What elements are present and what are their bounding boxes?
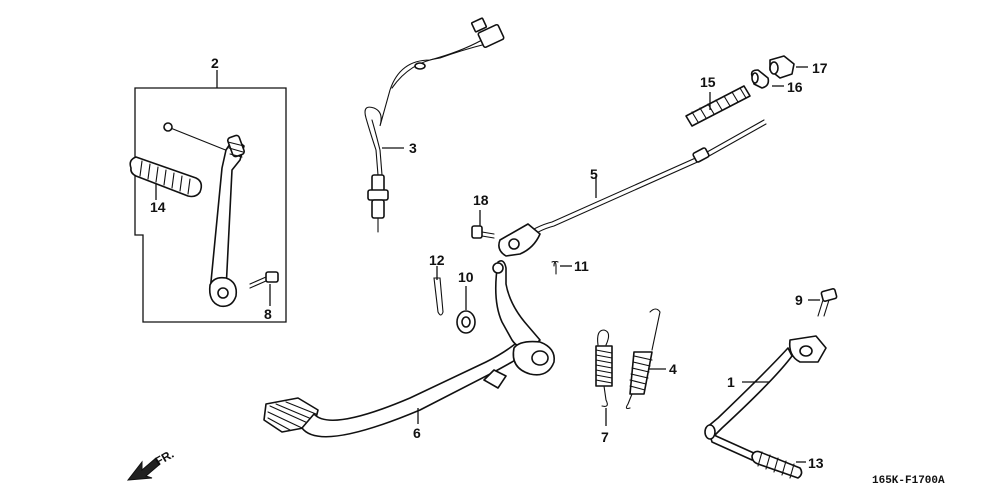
- collar-16: [750, 69, 784, 89]
- callout-6: 6: [413, 425, 421, 441]
- callout-15: 15: [700, 74, 716, 90]
- cotter-pin-11: [551, 260, 572, 275]
- callout-3: 3: [409, 140, 417, 156]
- callout-14: 14: [150, 199, 166, 215]
- cotter-pin-12: [433, 266, 444, 316]
- callout-10: 10: [458, 269, 474, 285]
- spring-15: [685, 85, 751, 127]
- spring-7: [595, 329, 613, 426]
- callout-1: 1: [727, 374, 735, 390]
- nut-17: [769, 55, 808, 79]
- bolt-8: [249, 271, 279, 306]
- callout-18: 18: [473, 192, 489, 208]
- bolt-18: [471, 210, 495, 239]
- callout-7: 7: [601, 429, 609, 445]
- callout-17: 17: [812, 60, 828, 76]
- front-direction-arrow-icon: [126, 457, 161, 481]
- callout-13: 13: [808, 455, 824, 471]
- stop-switch-harness: [364, 17, 505, 233]
- callout-8: 8: [264, 306, 272, 322]
- callout-2: 2: [211, 55, 219, 71]
- brake-rod: [498, 119, 767, 257]
- bolt-9: [808, 288, 838, 317]
- drawing-code: 165K-F1700A: [872, 475, 945, 487]
- kick-rubber: [129, 156, 203, 200]
- gearshift-rubber: [751, 450, 806, 479]
- callout-5: 5: [590, 166, 598, 182]
- callout-16: 16: [787, 79, 803, 95]
- kick-starter-arm: [163, 122, 246, 308]
- callout-9: 9: [795, 292, 803, 308]
- gearshift-pedal: [704, 335, 827, 461]
- callout-11: 11: [574, 258, 589, 274]
- spring-4: [625, 308, 666, 410]
- callout-12: 12: [429, 252, 445, 268]
- kick-arm-group-outline: [134, 70, 287, 323]
- callout-4: 4: [669, 361, 677, 377]
- brake-pedal: [263, 260, 556, 438]
- washer-10: [456, 286, 476, 334]
